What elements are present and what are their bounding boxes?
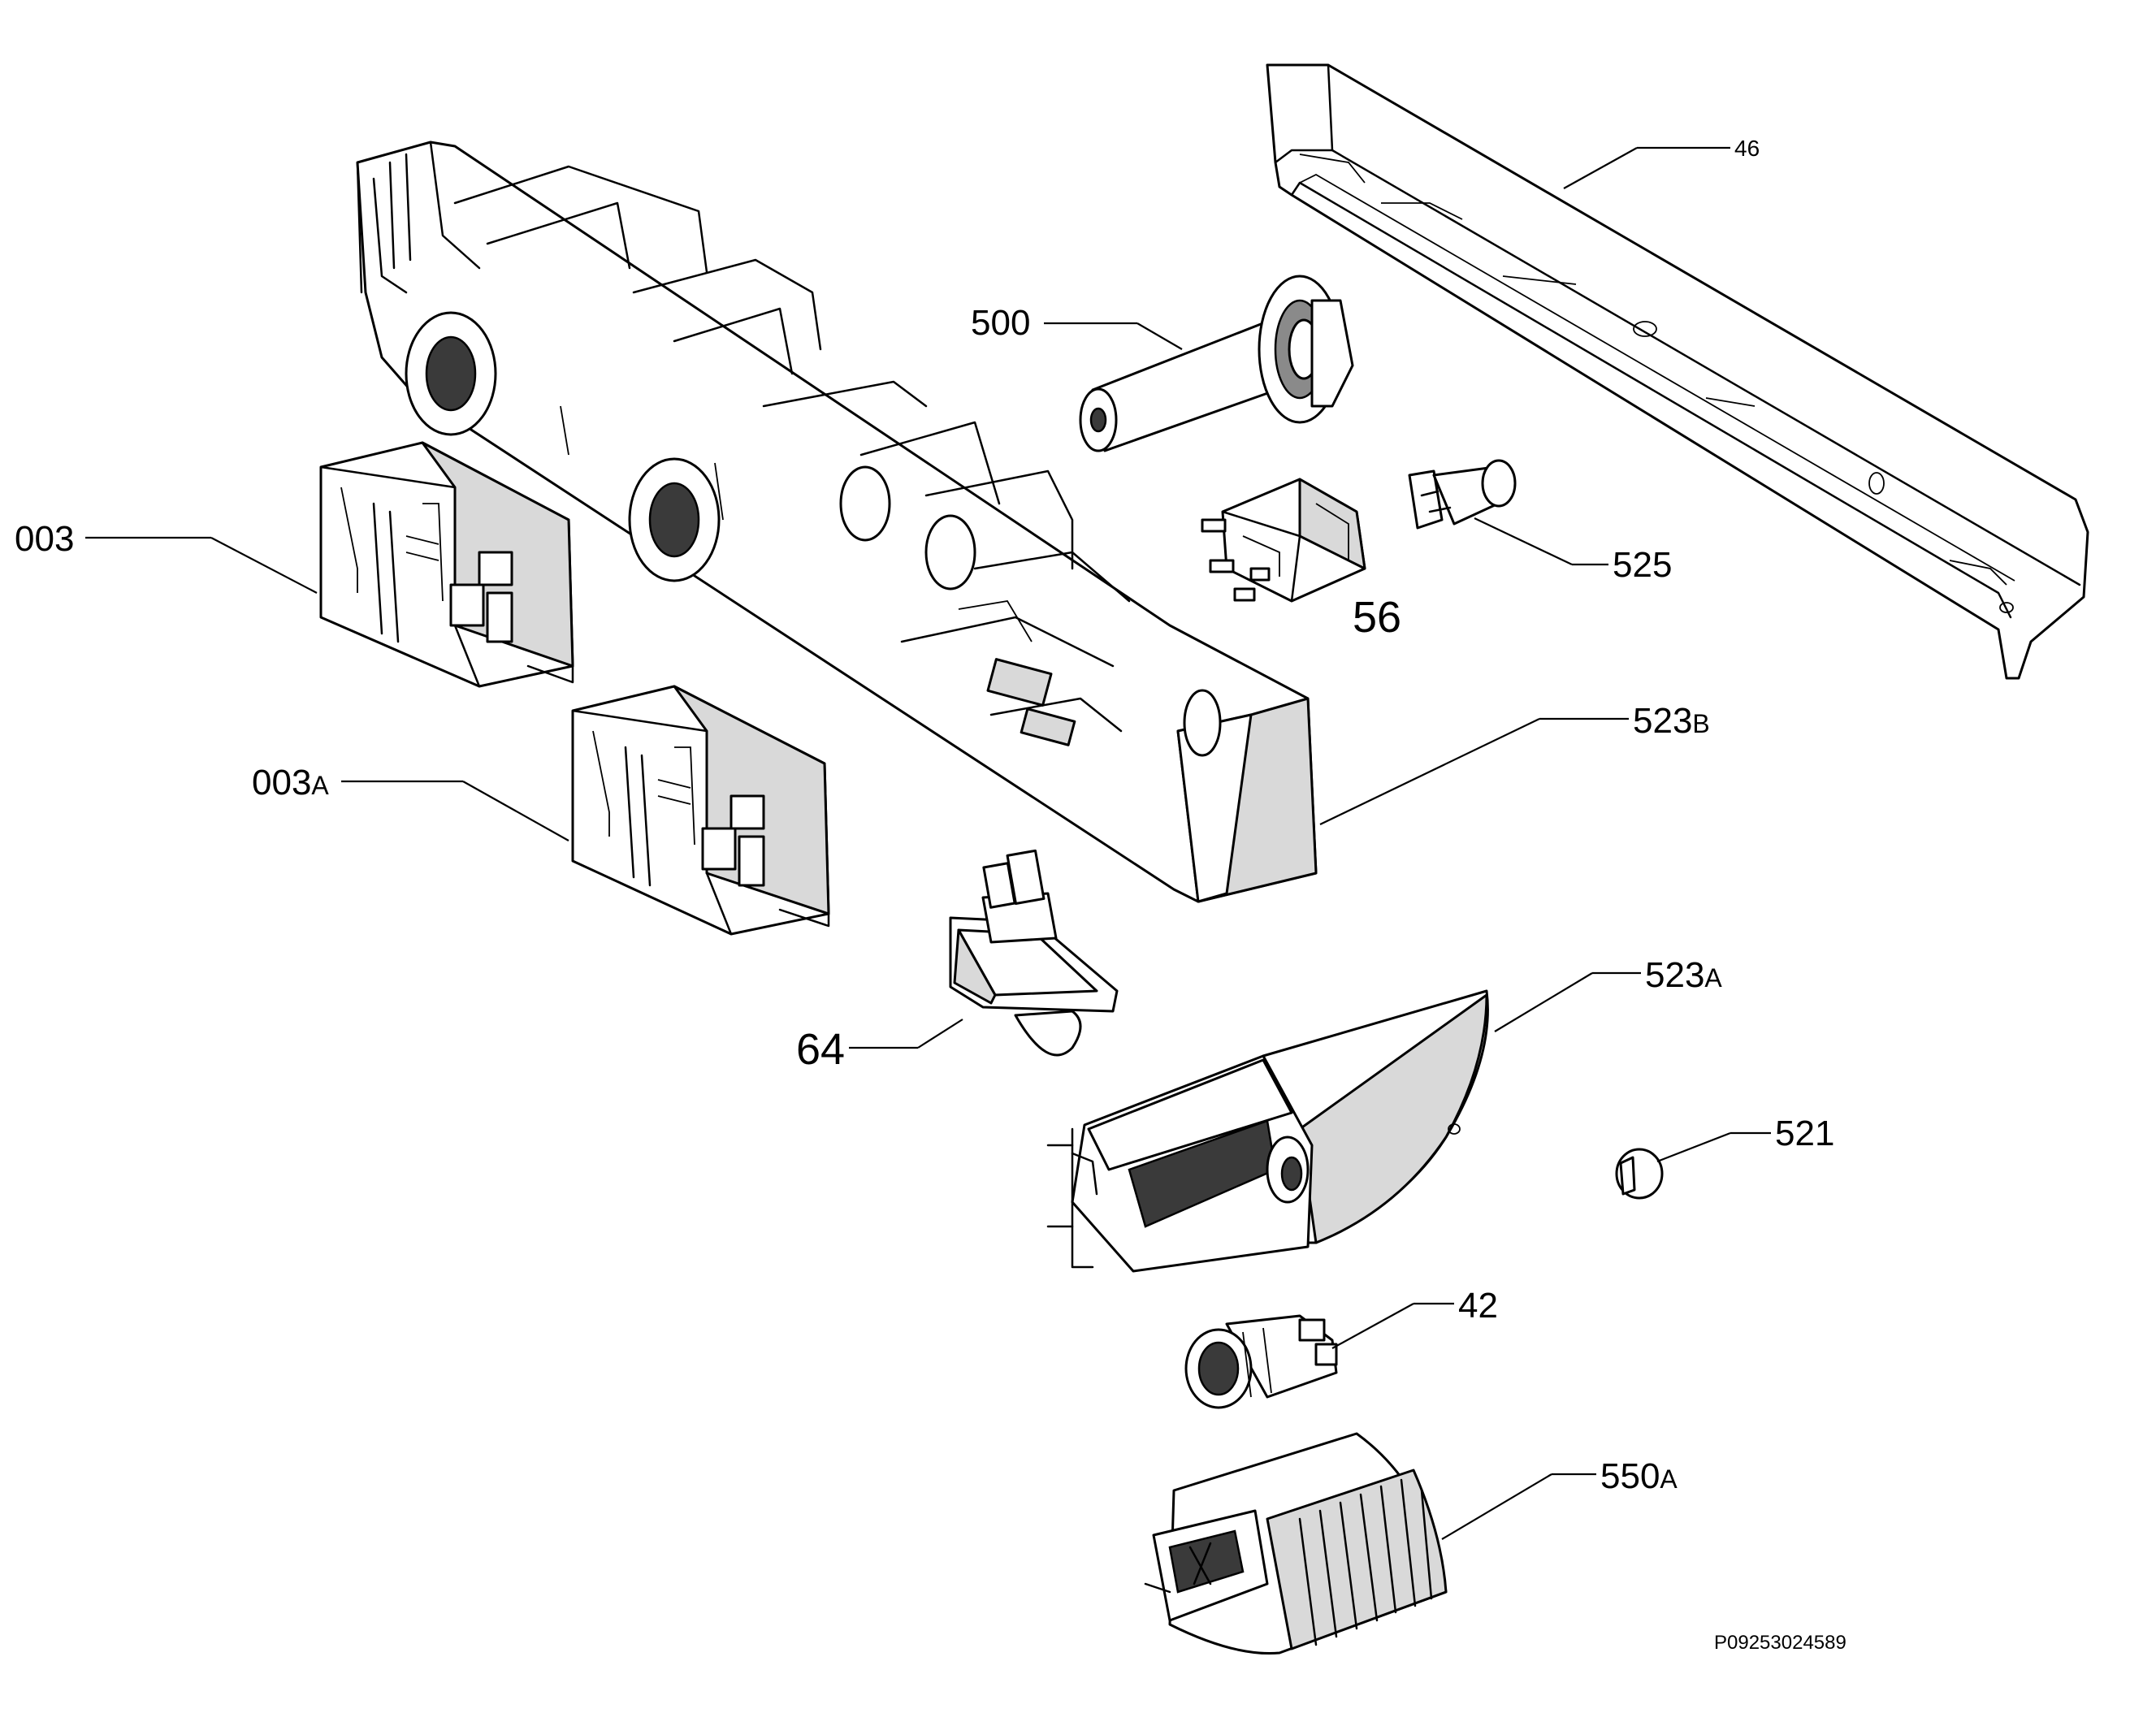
callout-523b: 523B	[1633, 701, 1710, 741]
callout-521: 521	[1775, 1114, 1834, 1153]
part-550a-grille-cover	[1144, 1432, 1596, 1655]
part-521-cap	[1615, 1131, 1771, 1200]
part-42-lamp-socket	[1184, 1302, 1454, 1409]
part-46-cover-panel	[1266, 63, 2089, 680]
drawing-code: P09253024589	[1714, 1632, 1846, 1654]
callout-56: 56	[1353, 593, 1401, 642]
part-003a-thermostat	[341, 685, 830, 936]
callout-500: 500	[971, 303, 1030, 343]
callout-003a: 003A	[252, 763, 329, 802]
callout-003: 003	[15, 519, 74, 559]
callout-523a: 523A	[1645, 955, 1722, 995]
grille-slots	[1298, 1478, 1433, 1646]
callout-64: 64	[796, 1025, 845, 1074]
part-56-switch	[1201, 478, 1366, 603]
callout-labels: 46 500 003 525 56 523B 003A 523A 64 521 …	[15, 136, 1846, 1654]
part-523a-diffuser-housing	[1046, 971, 1641, 1273]
callout-42: 42	[1458, 1286, 1498, 1326]
callout-46: 46	[1734, 136, 1760, 161]
part-523b-main-housing	[356, 141, 1629, 903]
callout-525: 525	[1613, 545, 1672, 585]
part-64-rocker-switch	[849, 849, 1119, 1057]
callout-550a: 550A	[1600, 1456, 1678, 1496]
part-500-shaft	[1044, 275, 1354, 452]
part-525-lamp-holder	[1408, 459, 1608, 566]
part-003-thermostat	[85, 441, 574, 688]
